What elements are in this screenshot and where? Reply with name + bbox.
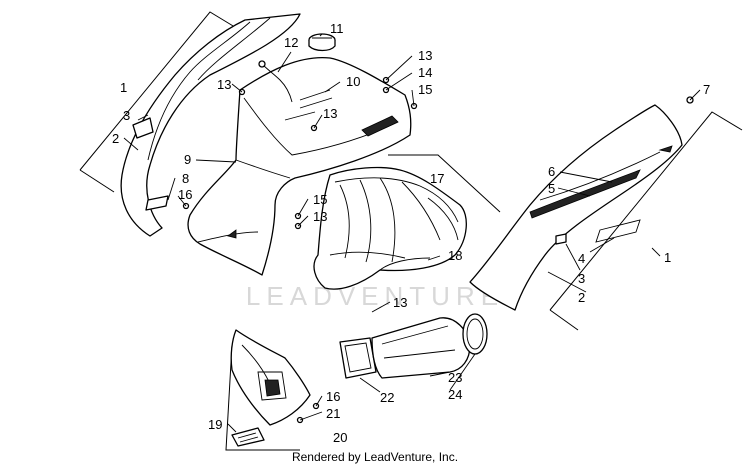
callout-11[interactable]: 11 — [330, 21, 344, 36]
screw-13-c[interactable] — [310, 124, 318, 132]
callout-6[interactable]: 6 — [548, 164, 555, 179]
callout-23[interactable]: 23 — [448, 370, 462, 385]
callout-10[interactable]: 10 — [346, 74, 360, 89]
right-bracket-foot — [549, 309, 579, 331]
callout-5[interactable]: 5 — [548, 181, 555, 196]
right-decal-3 — [555, 233, 567, 245]
render-credit: Rendered by LeadVenture, Inc. — [291, 450, 459, 464]
hose-12[interactable] — [258, 60, 293, 103]
callout-13-mid[interactable]: 13 — [323, 106, 337, 121]
callout-3-right[interactable]: 3 — [578, 271, 585, 286]
callout-19[interactable]: 19 — [208, 417, 222, 432]
callout-20[interactable]: 20 — [333, 430, 347, 445]
callout-21[interactable]: 21 — [326, 406, 340, 421]
left-bracket-foot — [79, 169, 115, 193]
callout-15-top[interactable]: 15 — [418, 82, 432, 97]
callout-13-bottom[interactable]: 13 — [393, 295, 407, 310]
right-side-panel[interactable] — [469, 104, 743, 331]
front-lower-panel[interactable] — [225, 329, 320, 451]
callout-7[interactable]: 7 — [703, 82, 710, 97]
callout-9[interactable]: 9 — [184, 152, 191, 167]
hood-vent-stripes — [361, 115, 399, 137]
leader-lines — [123, 33, 701, 433]
callout-14[interactable]: 14 — [418, 65, 432, 80]
callout-16-left[interactable]: 16 — [178, 187, 192, 202]
callout-2-right[interactable]: 2 — [578, 290, 585, 305]
right-stripe-5 — [529, 169, 641, 219]
callout-17[interactable]: 17 — [430, 171, 444, 186]
hood-cowl[interactable] — [187, 56, 412, 276]
callout-13-top-left[interactable]: 13 — [217, 77, 231, 92]
left-decal-8 — [145, 195, 169, 211]
left-decal-3 — [132, 117, 154, 139]
callout-8[interactable]: 8 — [182, 171, 189, 186]
callout-4[interactable]: 4 — [578, 251, 585, 266]
left-side-panel[interactable] — [79, 11, 301, 237]
callout-16-bottom[interactable]: 16 — [326, 389, 340, 404]
bracket-19[interactable] — [231, 427, 265, 447]
callout-1-left[interactable]: 1 — [120, 80, 127, 95]
callout-24[interactable]: 24 — [448, 387, 462, 402]
callout-numbers: 1 3 2 9 8 16 12 11 13 10 13 13 14 15 15 … — [112, 21, 710, 445]
air-intake-duct[interactable] — [339, 313, 488, 379]
fuel-cap[interactable] — [308, 33, 336, 52]
callout-1-right[interactable]: 1 — [664, 250, 671, 265]
callout-13-top-right[interactable]: 13 — [418, 48, 432, 63]
callout-2-left[interactable]: 2 — [112, 131, 119, 146]
inner-console-tray[interactable] — [313, 154, 501, 290]
watermark-text: LEADVENTURE — [246, 281, 504, 311]
callout-13-lower[interactable]: 13 — [313, 209, 327, 224]
callout-3-left[interactable]: 3 — [123, 108, 130, 123]
callout-18[interactable]: 18 — [448, 248, 462, 263]
front-bracket-line — [225, 344, 300, 451]
callout-22[interactable]: 22 — [380, 390, 394, 405]
callout-15-mid[interactable]: 15 — [313, 192, 327, 207]
front-panel-opening — [264, 379, 281, 397]
hood-logo-mark — [227, 229, 237, 239]
callout-12[interactable]: 12 — [284, 35, 298, 50]
tray-bracket-line — [388, 154, 501, 213]
